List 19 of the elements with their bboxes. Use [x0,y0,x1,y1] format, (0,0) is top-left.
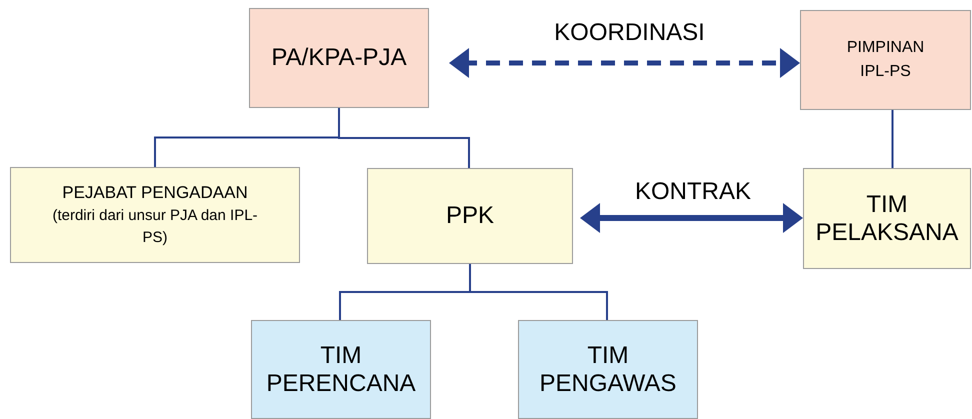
box-label: PEJABAT PENGADAAN [62,182,248,204]
box-label: TIM PERENCANA [265,342,417,398]
org-box [800,10,971,110]
box-label: (terdiri dari unsur PJA dan IPL-PS) [51,206,259,248]
org-box [803,168,971,269]
org-box [251,320,431,419]
double-arrow [449,48,800,78]
box-label: TIM PELAKSANA [814,190,960,246]
box-label: TIM PENGAWAS [538,342,678,398]
org-box [10,167,300,263]
box-label: PIMPINAN IPL-PS [846,38,926,82]
org-box [367,168,573,264]
connector-line [892,110,894,168]
box-label: PA/KPA-PJA [271,43,407,73]
box-label: PPK [446,201,494,231]
org-box [249,8,429,108]
connector-line [338,108,470,168]
org-box [518,320,698,419]
double-arrow [580,203,803,233]
